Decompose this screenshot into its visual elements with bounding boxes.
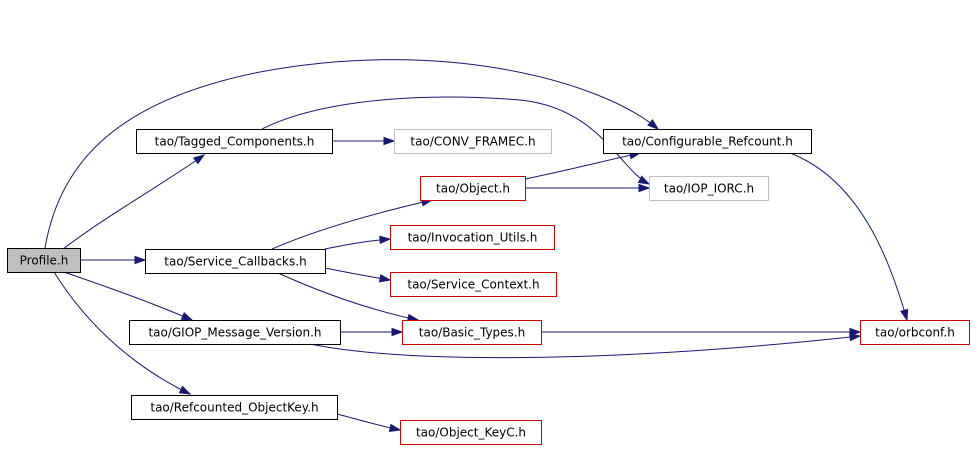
arrowhead-icon xyxy=(379,235,392,245)
arrowhead-icon xyxy=(178,385,192,395)
edge-tagged-to-ioporc xyxy=(261,96,651,185)
node-basic[interactable]: tao/Basic_Types.h xyxy=(402,320,542,345)
arrowhead-icon xyxy=(638,183,651,193)
graph-nodes: Profile.h tao/Tagged_Components.h tao/CONV… xyxy=(7,129,970,445)
node-box xyxy=(420,176,526,201)
edge-giop-to-basic xyxy=(340,327,404,337)
node-service-cb[interactable]: tao/Service_Callbacks.h xyxy=(145,249,326,274)
edge-service_cb-to-service_ctx xyxy=(324,267,392,283)
node-label: tao/orbconf.h xyxy=(875,326,955,340)
node-box xyxy=(402,320,542,345)
node-ioporc[interactable]: tao/IOP_IORC.h xyxy=(649,176,769,201)
node-label: tao/Object_KeyC.h xyxy=(416,426,526,440)
node-label: Profile.h xyxy=(20,254,69,268)
edge-profile-to-refcounted xyxy=(53,271,192,395)
node-box xyxy=(136,129,333,154)
node-box xyxy=(131,395,338,420)
node-invocation[interactable]: tao/Invocation_Utils.h xyxy=(390,225,555,250)
node-box xyxy=(860,320,970,345)
node-conv[interactable]: tao/CONV_FRAMEC.h xyxy=(394,129,552,154)
node-profile[interactable]: Profile.h xyxy=(7,248,81,273)
node-box xyxy=(145,249,326,274)
node-label: tao/Tagged_Components.h xyxy=(155,135,315,149)
node-box xyxy=(394,129,552,154)
node-label: tao/Invocation_Utils.h xyxy=(408,231,538,245)
arrowhead-icon xyxy=(378,274,392,283)
node-box xyxy=(400,420,542,445)
arrowhead-icon xyxy=(134,255,147,265)
node-orbconf[interactable]: tao/orbconf.h xyxy=(860,320,970,345)
arrowhead-icon xyxy=(647,119,660,130)
node-label: tao/IOP_IORC.h xyxy=(664,182,754,196)
node-label: tao/Basic_Types.h xyxy=(419,326,525,340)
node-label: tao/Service_Callbacks.h xyxy=(164,255,306,269)
edge-profile-to-tagged xyxy=(61,154,206,251)
arrowhead-icon xyxy=(388,423,402,433)
edge-tagged-to-conv xyxy=(332,136,396,146)
edge-object-to-configurable xyxy=(524,151,642,180)
node-label: tao/Service_Context.h xyxy=(407,278,539,292)
node-label: tao/Object.h xyxy=(436,182,510,196)
node-box xyxy=(7,248,81,273)
node-label: tao/Refcounted_ObjectKey.h xyxy=(150,401,318,415)
node-label: tao/GIOP_Message_Version.h xyxy=(148,326,321,340)
node-refcounted[interactable]: tao/Refcounted_ObjectKey.h xyxy=(131,395,338,420)
arrowhead-icon xyxy=(192,154,206,165)
edge-object-to-ioporc xyxy=(525,183,651,193)
edge-refcounted-to-objkeyc xyxy=(336,413,402,433)
node-configurable[interactable]: tao/Configurable_Refcount.h xyxy=(603,129,812,154)
arrowhead-icon xyxy=(180,312,194,321)
arrowhead-icon xyxy=(383,136,396,146)
node-box xyxy=(390,225,555,250)
node-label: tao/Configurable_Refcount.h xyxy=(622,135,793,149)
node-giop[interactable]: tao/GIOP_Message_Version.h xyxy=(129,320,341,345)
arrowhead-icon xyxy=(849,332,862,342)
node-box xyxy=(603,129,812,154)
edge-profile-to-configurable xyxy=(44,59,660,249)
node-label: tao/CONV_FRAMEC.h xyxy=(410,135,535,149)
arrowhead-icon xyxy=(849,327,862,337)
node-box xyxy=(129,320,341,345)
node-box xyxy=(649,176,769,201)
node-box xyxy=(390,272,557,297)
arrowhead-icon xyxy=(900,308,909,322)
edge-service_cb-to-invocation xyxy=(324,235,392,250)
node-objkeyc[interactable]: tao/Object_KeyC.h xyxy=(400,420,542,445)
arrowhead-icon xyxy=(637,175,651,185)
node-tagged[interactable]: tao/Tagged_Components.h xyxy=(136,129,333,154)
edge-giop-to-orbconf xyxy=(309,332,862,359)
node-service-ctx[interactable]: tao/Service_Context.h xyxy=(390,272,557,297)
edge-basic-to-orbconf xyxy=(541,327,862,337)
arrowhead-icon xyxy=(391,327,404,337)
edge-profile-to-service_cb xyxy=(80,255,147,265)
edge-configurable-to-orbconf xyxy=(789,152,909,322)
node-object[interactable]: tao/Object.h xyxy=(420,176,526,201)
edge-profile-to-giop xyxy=(63,271,194,321)
graph-edges xyxy=(44,59,909,433)
